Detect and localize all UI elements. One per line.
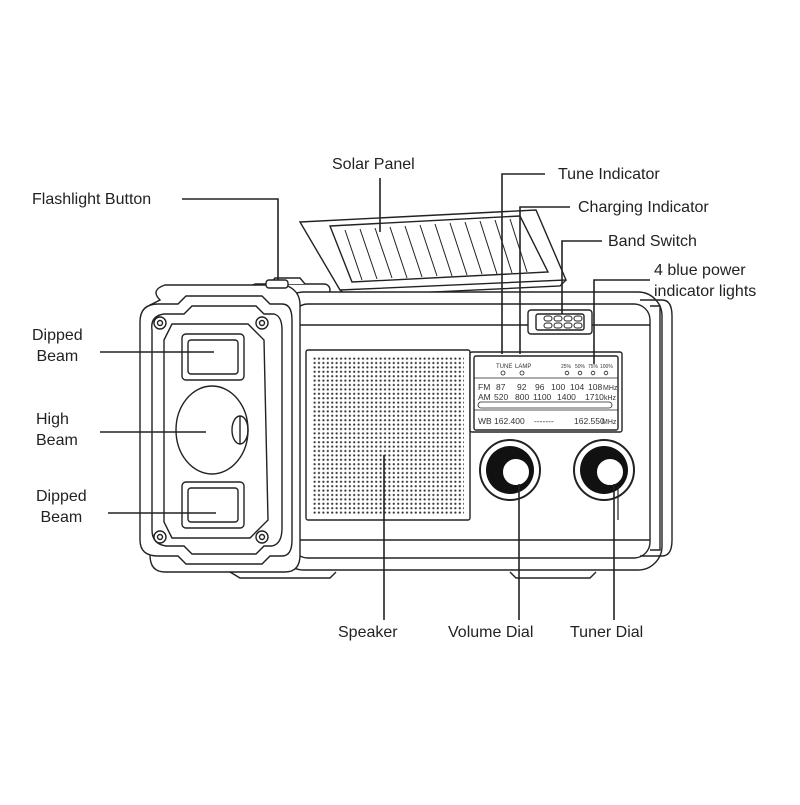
am-band-label: AM: [478, 392, 491, 402]
volume-dial-label: Volume Dial: [448, 624, 534, 641]
power-lights-line1: 4 blue power: [654, 262, 746, 279]
charging-indicator-label: Charging Indicator: [578, 199, 709, 216]
fm-freq: 108: [588, 382, 602, 392]
band-switch-label: Band Switch: [608, 233, 697, 250]
battery-level-100: 100%: [600, 364, 613, 370]
flashlight-head: [139, 279, 301, 573]
high-beam-line2: Beam: [36, 432, 78, 449]
am-freq: 520: [494, 392, 508, 402]
wb-dashes: -------: [534, 416, 554, 426]
lamp-indicator-text: LAMP: [515, 364, 531, 370]
wb-low-freq: 162.400: [494, 416, 525, 426]
dial-panel: [469, 351, 623, 433]
power-lights-label: 4 blue power indicator lights: [654, 260, 756, 302]
wb-band-label: WB: [478, 416, 492, 426]
wb-unit: MHz: [602, 419, 617, 426]
speaker-grille: [305, 349, 471, 521]
fm-freq: 87: [496, 382, 506, 392]
dipped-beam-bottom-line2: Beam: [40, 509, 83, 526]
dipped-beam-top-line1: Dipped: [32, 327, 83, 344]
dipped-beam-top-line2: Beam: [36, 348, 79, 365]
am-freq: 1710: [585, 392, 604, 402]
tune-indicator-label: Tune Indicator: [558, 166, 660, 183]
band-switch: [527, 309, 593, 335]
flashlight-button-label: Flashlight Button: [32, 191, 152, 208]
volume-dial: [479, 439, 541, 501]
battery-level-75: 75%: [588, 364, 599, 370]
am-freq: 800: [515, 392, 529, 402]
speaker-label: Speaker: [338, 624, 398, 641]
fm-freq: 92: [517, 382, 527, 392]
tuner-dial: [573, 439, 635, 520]
high-beam-label: High Beam: [36, 409, 78, 451]
power-lights-line2: indicator lights: [654, 283, 757, 300]
tune-indicator-text: TUNE: [496, 364, 512, 370]
solar-panel-label: Solar Panel: [332, 156, 415, 173]
dipped-beam-bottom-line1: Dipped: [36, 488, 87, 505]
am-freq: 1100: [533, 392, 552, 402]
am-freq: 1400: [557, 392, 576, 402]
dipped-beam-bottom-label: Dipped Beam: [36, 486, 87, 528]
tuner-dial-label: Tuner Dial: [570, 624, 644, 641]
fm-band-label: FM: [478, 382, 490, 392]
solar-panel: [298, 209, 568, 297]
battery-level-25: 25%: [561, 364, 572, 370]
fm-freq: 104: [570, 382, 584, 392]
fm-freq: 96: [535, 382, 545, 392]
fm-unit: MHz: [603, 385, 618, 392]
high-beam-line1: High: [36, 411, 69, 428]
dipped-beam-top-label: Dipped Beam: [32, 325, 83, 367]
fm-freq: 100: [551, 382, 565, 392]
am-unit: kHz: [604, 395, 617, 402]
leader-lines: [100, 173, 650, 620]
battery-level-50: 50%: [575, 364, 586, 370]
wb-high-freq: 162.550: [574, 416, 605, 426]
